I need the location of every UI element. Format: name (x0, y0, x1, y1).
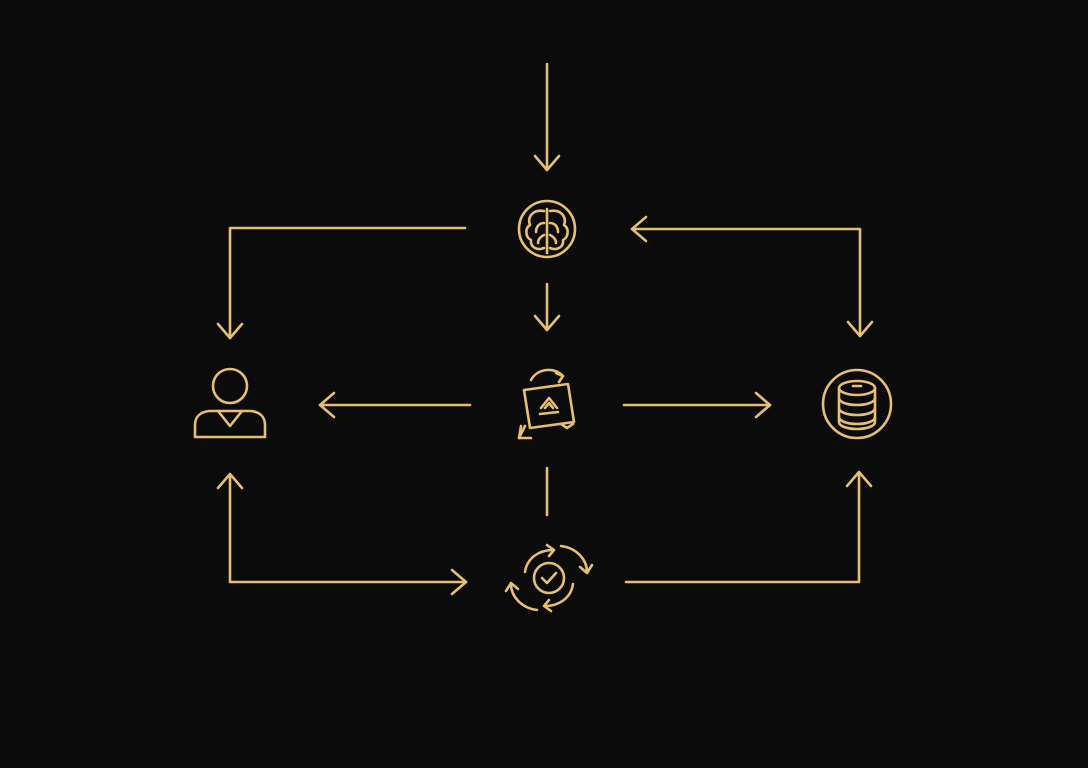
user-icon (193, 367, 267, 439)
connector-input-to-brain (533, 62, 561, 172)
connector-sync-to-database (624, 470, 873, 584)
database-icon (821, 368, 893, 440)
brain-icon (517, 199, 577, 259)
connector-database-brain (630, 215, 874, 338)
connector-process-to-database (622, 391, 772, 419)
sync-check-icon (504, 543, 594, 613)
connector-process-to-user (318, 391, 472, 419)
connector-user-sync (216, 472, 468, 596)
connector-brain-to-user (216, 226, 467, 340)
connector-layer (216, 62, 874, 596)
process-icon (517, 368, 576, 440)
node-layer (193, 199, 893, 613)
connector-brain-to-process (533, 282, 561, 332)
